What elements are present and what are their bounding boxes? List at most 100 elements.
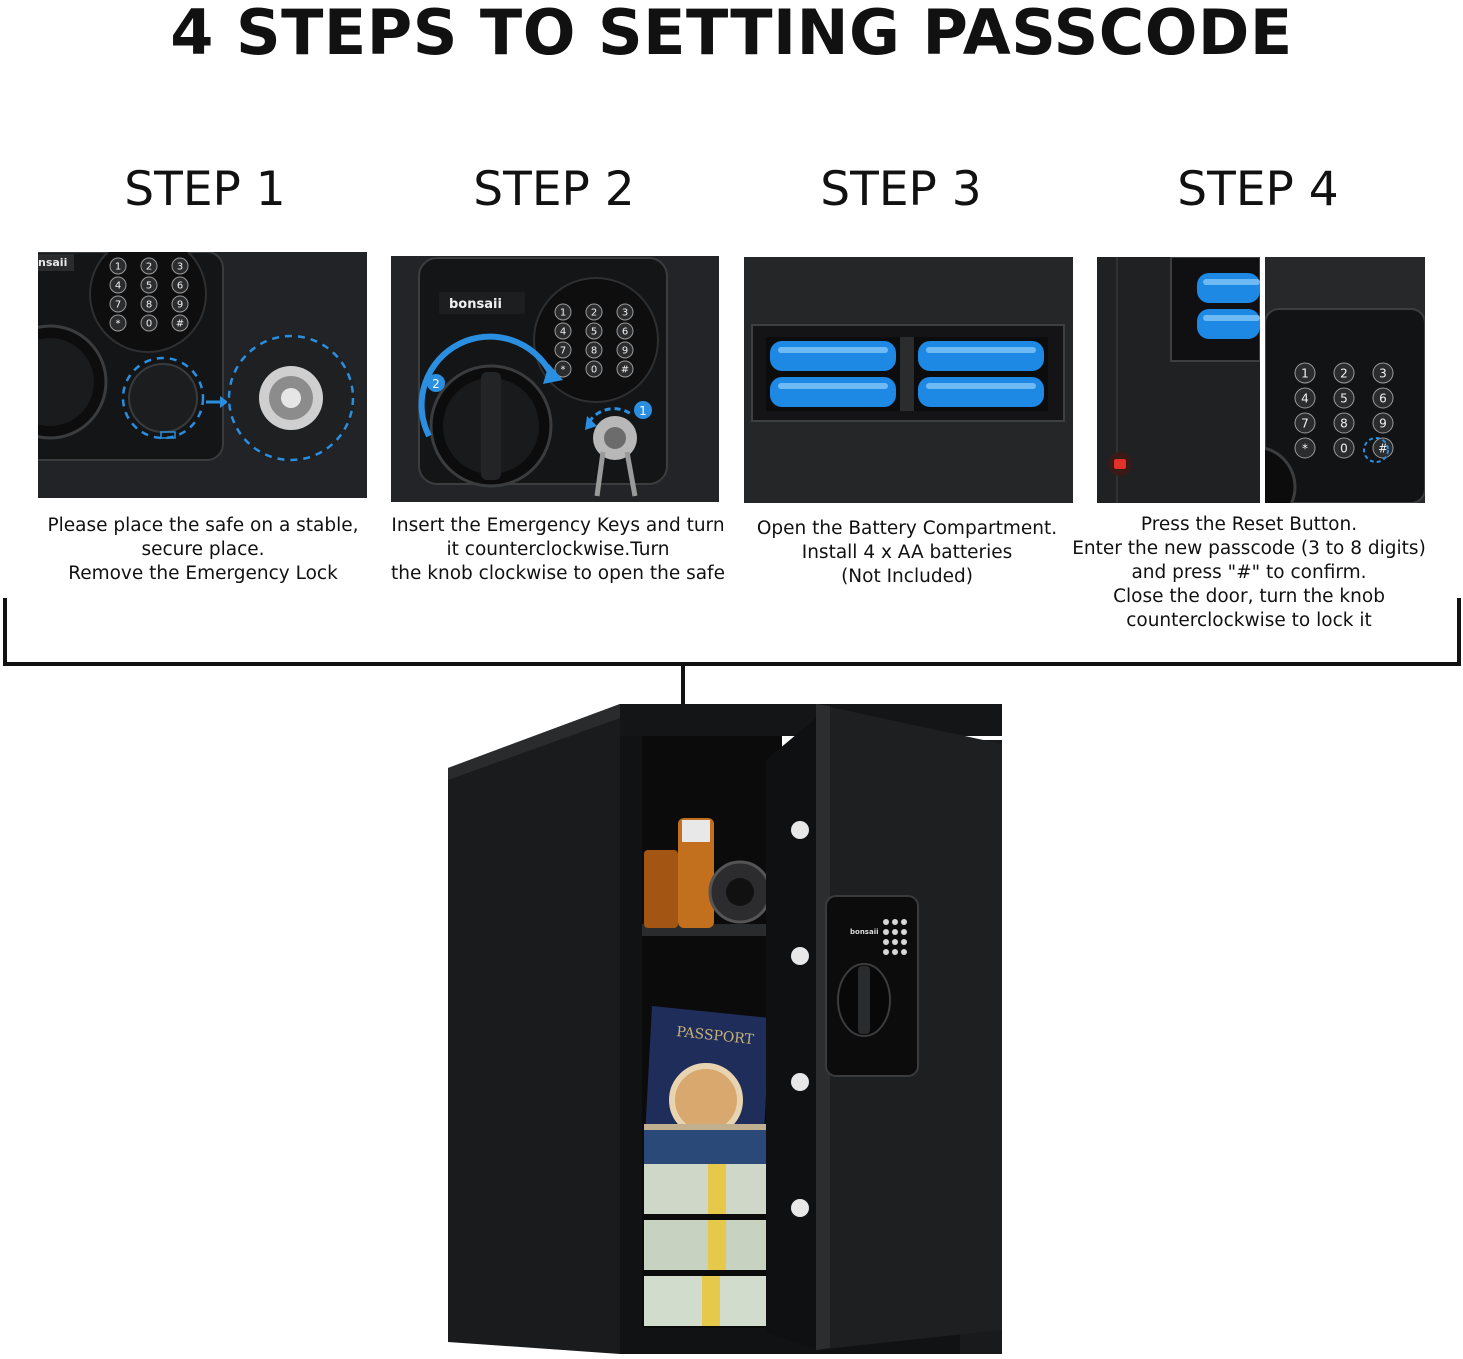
safe-illustration: PASSPORT bonsaii <box>440 700 1010 1359</box>
step-2-brand: bonsaii <box>449 297 502 312</box>
keypad-key-label: * <box>116 319 121 330</box>
keypad-key-label: 7 <box>115 300 121 311</box>
bracket-right <box>1457 598 1461 666</box>
keypad-key <box>140 295 158 313</box>
keypad-key <box>109 314 127 332</box>
step-1-caption-line: Please place the safe on a stable, <box>47 515 359 536</box>
keypad-key-label: 2 <box>146 262 152 273</box>
keypad-key <box>616 322 634 340</box>
keypad-key-label: 5 <box>1340 391 1348 405</box>
door-keypad-key <box>892 949 898 955</box>
keypad-key <box>1333 437 1355 459</box>
keypad-key-label: 3 <box>177 262 183 273</box>
keypad-key-label: 8 <box>146 300 152 311</box>
door-keypad-key <box>883 919 889 925</box>
step-3-caption-line: Install 4 x AA batteries <box>801 542 1013 563</box>
keypad-key <box>616 341 634 359</box>
keypad-key-label: 4 <box>1301 391 1309 405</box>
keypad-key-label: 1 <box>560 308 566 319</box>
keypad-key <box>171 295 189 313</box>
keypad-key-label: 9 <box>177 300 183 311</box>
callout-1: 1 <box>639 404 647 418</box>
keypad-key-label: 8 <box>591 346 597 357</box>
keypad-key-label: 9 <box>1379 416 1387 430</box>
keypad-key-label: 7 <box>560 346 566 357</box>
step-3-image <box>744 257 1073 503</box>
keypad-key-label: 9 <box>622 346 628 357</box>
bracket-left <box>3 598 7 666</box>
keypad-key-label: 6 <box>177 281 183 292</box>
keypad-key-label: 6 <box>622 327 628 338</box>
door-keypad-key <box>901 939 907 945</box>
door-keypad-key <box>892 939 898 945</box>
door-keypad-key <box>901 929 907 935</box>
door-keypad-key <box>883 949 889 955</box>
keypad-key-label: # <box>176 319 184 330</box>
keypad-key <box>585 360 603 378</box>
step-4-caption-line: Press the Reset Button. <box>1140 514 1358 535</box>
keypad-key <box>1294 362 1316 384</box>
door-keypad-key <box>901 949 907 955</box>
keypad-key-label: 4 <box>115 281 121 292</box>
keypad-key <box>1333 412 1355 434</box>
step-1-caption-line: secure place. <box>141 539 265 560</box>
keypad-key-label: 3 <box>622 308 628 319</box>
keypad-key <box>1294 387 1316 409</box>
keypad-key-label: 5 <box>146 281 152 292</box>
step-4-caption-line: and press "#" to confirm. <box>1131 562 1367 583</box>
door-keypad-key <box>892 919 898 925</box>
door-keypad-key <box>883 929 889 935</box>
keypad-key-label: # <box>1378 441 1388 455</box>
keypad-key <box>1372 412 1394 434</box>
step-2-caption-line: it counterclockwise.Turn <box>446 539 670 560</box>
step-2-caption: Insert the Emergency Keys and turn it co… <box>376 514 740 586</box>
step-2-heading: STEP 2 <box>473 162 635 217</box>
keypad-key <box>109 276 127 294</box>
keypad-key-label: 8 <box>1340 416 1348 430</box>
step-1-caption: Please place the safe on a stable, secur… <box>20 514 386 586</box>
keypad-key-label: * <box>561 365 566 376</box>
step-3-caption-line: Open the Battery Compartment. <box>756 518 1058 539</box>
step-4-caption: Press the Reset Button. Enter the new pa… <box>1063 513 1435 633</box>
keypad-key <box>585 322 603 340</box>
keypad-key <box>140 314 158 332</box>
keypad-key <box>1372 387 1394 409</box>
keypad-key <box>616 360 634 378</box>
keypad-key <box>585 303 603 321</box>
step-4-caption-line: counterclockwise to lock it <box>1126 610 1372 631</box>
keypad-key <box>585 341 603 359</box>
keypad-key <box>1294 412 1316 434</box>
callout-2: 2 <box>432 377 440 391</box>
keypad-key <box>109 257 127 275</box>
keypad-key-label: 0 <box>1340 441 1348 455</box>
door-keypad-key <box>883 939 889 945</box>
step-1-caption-line: Remove the Emergency Lock <box>68 563 338 584</box>
keypad-key <box>171 314 189 332</box>
keypad-key-label: 3 <box>1379 366 1387 380</box>
step-3-caption-line: (Not Included) <box>841 566 973 587</box>
keypad-key-label: 2 <box>1340 366 1348 380</box>
page-title: 4 STEPS TO SETTING PASSCODE <box>170 0 1293 69</box>
keypad-key <box>171 257 189 275</box>
bracket-bar <box>3 662 1461 666</box>
keypad-key-label: 2 <box>591 308 597 319</box>
keypad-key-label: * <box>1302 441 1308 455</box>
keypad-key <box>1294 437 1316 459</box>
bracket-stem <box>681 666 685 708</box>
step-1-heading: STEP 1 <box>124 162 286 217</box>
keypad-key <box>554 360 572 378</box>
keypad-key-label: 6 <box>1379 391 1387 405</box>
keypad-key <box>1333 387 1355 409</box>
door-brand: bonsaii <box>850 928 879 936</box>
step-3-heading: STEP 3 <box>820 162 982 217</box>
keypad-key <box>1333 362 1355 384</box>
step-3-caption: Open the Battery Compartment. Install 4 … <box>740 517 1074 589</box>
step-4-heading: STEP 4 <box>1177 162 1339 217</box>
keypad-key-label: 0 <box>591 365 597 376</box>
keypad-key-label: 4 <box>560 327 566 338</box>
door-keypad-key <box>901 919 907 925</box>
door-keypad-key <box>892 929 898 935</box>
step-4-image-left <box>1097 257 1260 503</box>
